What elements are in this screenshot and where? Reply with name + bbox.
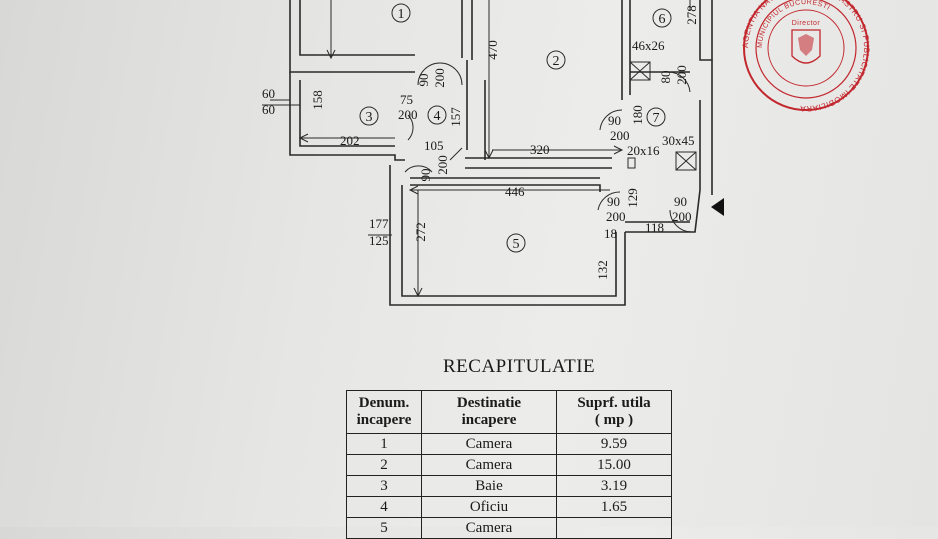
- dim-125: 125: [369, 233, 389, 248]
- stamp-outer-text: AGENTIA NATIONALA DE CADASTRU SI PUBLICI…: [741, 0, 871, 113]
- table-row: 2 Camera 15.00: [346, 454, 672, 476]
- header-destinatie-line1: Destinatie: [456, 395, 522, 411]
- row-destination: Camera: [421, 433, 557, 455]
- dim-177: 177: [369, 216, 389, 231]
- dim-20x16: 20x16: [627, 143, 660, 158]
- room-3-label: 3: [366, 110, 373, 125]
- dim-200a: 200: [398, 107, 418, 122]
- table-row: 3 Baie 3.19: [346, 475, 672, 497]
- table-row: 5 Camera: [346, 517, 672, 539]
- row-number: 3: [346, 475, 422, 497]
- dim-105: 105: [424, 138, 444, 153]
- table-row: 4 Oficiu 1.65: [346, 496, 672, 518]
- row-number: 5: [346, 517, 422, 539]
- table-row: 1 Camera 9.59: [346, 433, 672, 455]
- row-destination: Baie: [421, 475, 557, 497]
- room-4-label: 4: [434, 109, 441, 124]
- room-7-label: 7: [653, 111, 660, 126]
- room-5-circle: [506, 233, 526, 253]
- dim-30x45: 30x45: [662, 133, 695, 148]
- recap-header-row: Denum. incapere Destinatie incapere Supr…: [346, 390, 672, 434]
- floor-plan-drawing: 1 2 3 4 5 6 7 470 278 46x26 60 60 158 90…: [262, 0, 871, 306]
- room-4-circle: [427, 105, 447, 125]
- dim-470: 470: [485, 40, 500, 60]
- cadastre-stamp: AGENTIA NATIONALA DE CADASTRU SI PUBLICI…: [741, 0, 871, 113]
- room-1-label: 1: [398, 7, 405, 22]
- door-swings: [404, 62, 693, 233]
- row-number: 1: [346, 433, 422, 455]
- dimension-labels: 470 278 46x26 60 60 158 90 200 75 200 15…: [262, 5, 699, 280]
- room-7-circle: [646, 107, 666, 127]
- dimension-lines: [262, 0, 691, 298]
- dim-door3-90: 90: [607, 194, 620, 209]
- dim-door1-200: 200: [432, 68, 447, 88]
- row-area: 15.00: [556, 454, 672, 476]
- dim-60b: 60: [262, 102, 275, 117]
- row-number: 4: [346, 496, 422, 518]
- vent-shafts: [627, 61, 697, 171]
- dim-18: 18: [604, 226, 617, 241]
- dim-door2-200: 200: [435, 155, 450, 175]
- dim-75: 75: [400, 92, 413, 107]
- entrance-marker-icon: [711, 198, 724, 216]
- recap-title: RECAPITULATIE: [443, 356, 596, 377]
- room-2-circle: [546, 50, 566, 70]
- row-destination: Camera: [421, 454, 557, 476]
- room-6-label: 6: [659, 12, 666, 27]
- row-area: 3.19: [556, 475, 672, 497]
- header-destinatie-line2: incapere: [461, 412, 517, 428]
- dim-180: 180: [630, 105, 645, 125]
- dim-132: 132: [595, 260, 610, 280]
- dim-r7-90: 90: [608, 113, 621, 128]
- coat-of-arms-icon: [791, 29, 821, 64]
- dim-202: 202: [340, 133, 360, 148]
- row-destination: Oficiu: [421, 496, 557, 518]
- header-denumire-line2: incapere: [356, 412, 412, 428]
- room-1-circle: [391, 3, 411, 23]
- dim-r6-200: 200: [674, 65, 689, 85]
- dim-80: 80: [658, 71, 673, 84]
- room-6-circle: [652, 8, 672, 28]
- dim-60a: 60: [262, 86, 275, 101]
- header-suprafata: Suprf. utila ( mp ): [556, 390, 672, 434]
- row-area: [556, 517, 672, 539]
- floor-plan-document: 1 2 3 4 5 6 7 470 278 46x26 60 60 158 90…: [262, 0, 871, 539]
- dim-158: 158: [310, 90, 325, 110]
- walls: [289, 0, 713, 306]
- dim-278: 278: [684, 5, 699, 25]
- room-labels: 1 2 3 4 5 6 7: [359, 3, 672, 253]
- row-area: 1.65: [556, 496, 672, 518]
- dim-door1-90: 90: [416, 74, 431, 87]
- stamp-center-text: Director: [792, 20, 821, 27]
- header-denumire-line1: Denum.: [358, 395, 410, 411]
- dim-157: 157: [448, 107, 463, 127]
- dim-129: 129: [625, 188, 640, 208]
- dim-door3-200: 200: [606, 209, 626, 224]
- row-destination: Camera: [421, 517, 557, 539]
- dim-272: 272: [413, 222, 428, 242]
- header-destinatie: Destinatie incapere: [421, 390, 557, 434]
- dim-door4-200: 200: [672, 209, 692, 224]
- header-suprafata-line1: Suprf. utila: [577, 395, 651, 411]
- room-5-label: 5: [513, 237, 520, 252]
- dim-118: 118: [645, 220, 664, 235]
- dim-door2-90: 90: [418, 169, 433, 182]
- dim-320: 320: [530, 142, 550, 157]
- recap-table: Denum. incapere Destinatie incapere Supr…: [346, 390, 672, 539]
- dim-r7-200: 200: [610, 128, 630, 143]
- row-area: 9.59: [556, 433, 672, 455]
- dim-door4-90: 90: [674, 194, 687, 209]
- dim-46x26: 46x26: [632, 38, 665, 53]
- header-denumire: Denum. incapere: [346, 390, 422, 434]
- header-suprafata-line2: ( mp ): [594, 412, 634, 428]
- dim-446: 446: [505, 184, 525, 199]
- row-number: 2: [346, 454, 422, 476]
- room-3-circle: [359, 106, 379, 126]
- room-2-label: 2: [553, 54, 560, 69]
